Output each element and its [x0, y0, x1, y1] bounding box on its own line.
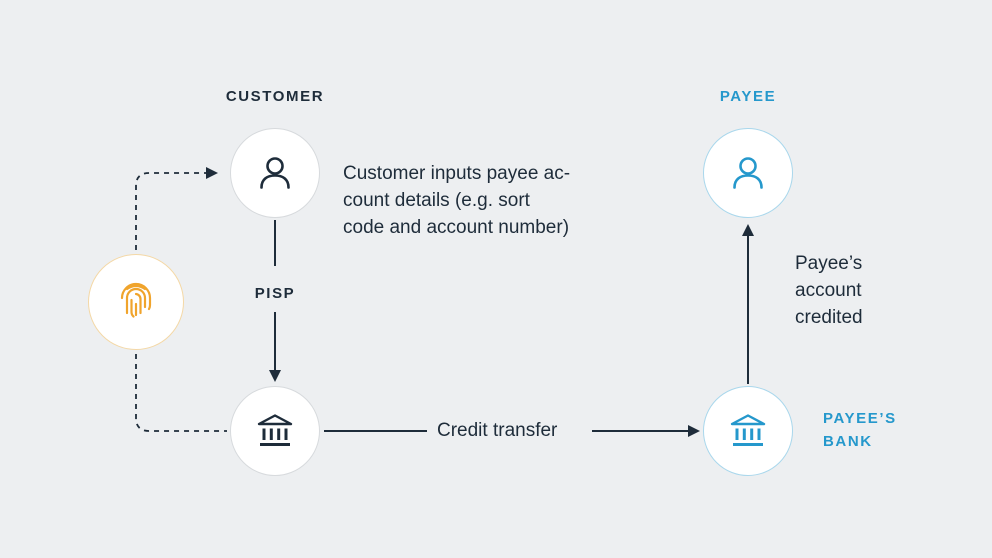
arrowhead-right-dashed-icon — [206, 167, 218, 179]
arrowhead-down-icon — [269, 370, 281, 382]
arrowhead-up-icon — [742, 224, 754, 236]
pisp-label: PISP — [254, 285, 296, 302]
customer-label: CUSTOMER — [225, 88, 325, 105]
user-icon — [733, 157, 763, 189]
user-icon — [260, 157, 290, 189]
payee-label: PAYEE — [719, 88, 777, 105]
arrowhead-right-icon — [688, 425, 700, 437]
authentication-node — [88, 254, 184, 350]
payee-bank-label: PAYEE’S BANK — [823, 410, 897, 450]
bank-icon — [730, 414, 766, 446]
fingerprint-icon — [120, 282, 152, 318]
credit-transfer-annotation: Credit transfer — [437, 420, 558, 441]
fingerprint-to-bank-dashed-line — [135, 354, 227, 432]
payee-bank-node — [703, 386, 793, 476]
customer-bank-node — [230, 386, 320, 476]
customer-node — [230, 128, 320, 218]
payee-node — [703, 128, 793, 218]
payee-credited-annotation: Payee’s account credited — [795, 253, 863, 328]
customer-inputs-annotation: Customer inputs payee ac- count details … — [343, 163, 571, 238]
fingerprint-to-customer-dashed-line — [135, 172, 206, 250]
bank-icon — [257, 414, 293, 446]
